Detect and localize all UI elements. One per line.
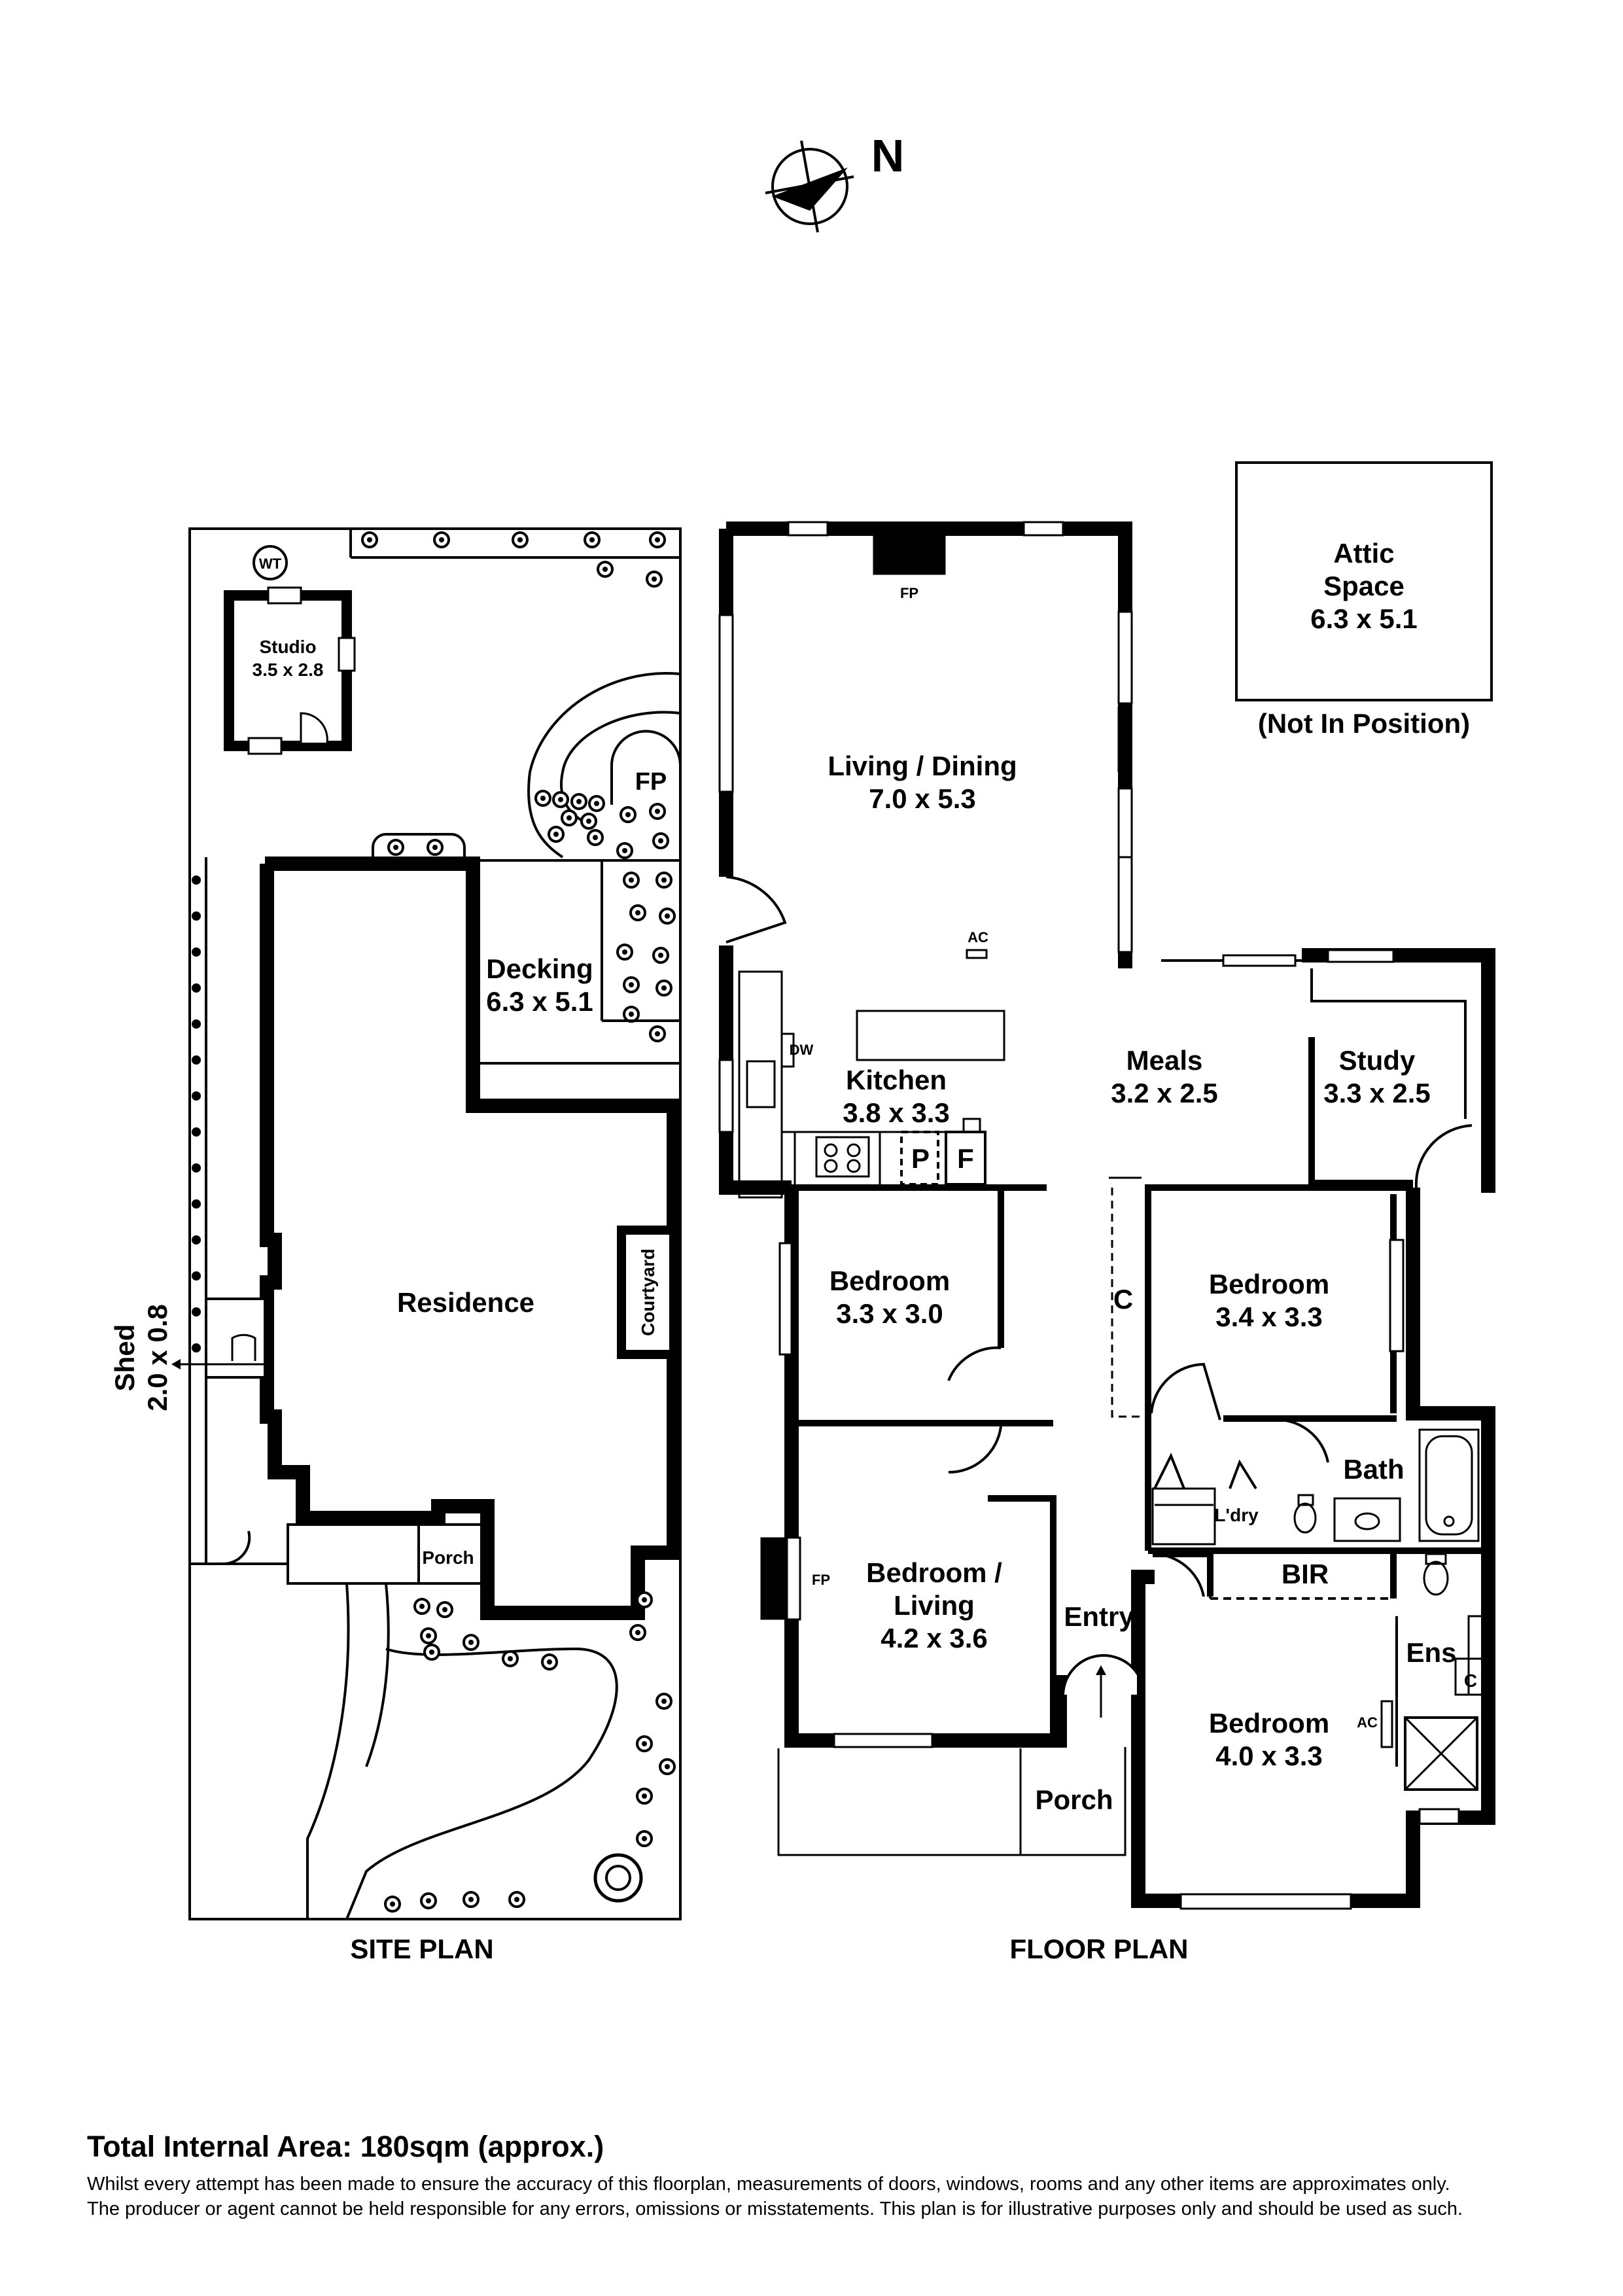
bedroom-2-dimensions: 3.4 x 3.3 xyxy=(1215,1301,1322,1332)
bedroom-1-dimensions: 3.3 x 3.0 xyxy=(836,1298,943,1329)
bedroom-4-dimensions: 4.0 x 3.3 xyxy=(1215,1740,1322,1771)
studio-name: Studio xyxy=(259,637,316,657)
bedroom-living-name-2: Living xyxy=(894,1590,975,1621)
aircon-label-2: AC xyxy=(1357,1714,1378,1731)
living-fireplace-label: FP xyxy=(900,585,918,601)
porch-label: Porch xyxy=(1035,1784,1113,1815)
decking-name: Decking xyxy=(486,953,593,984)
pantry-label: P xyxy=(911,1143,930,1174)
attic-dimensions: 6.3 x 5.1 xyxy=(1310,603,1417,634)
studio-dimensions: 3.5 x 2.8 xyxy=(253,660,324,680)
laundry-label: L'dry xyxy=(1214,1505,1259,1525)
compass-north-label: N xyxy=(871,130,905,181)
meals-dimensions: 3.2 x 2.5 xyxy=(1111,1078,1217,1108)
total-area: Total Internal Area: 180sqm (approx.) xyxy=(87,2130,604,2163)
tree-icon xyxy=(593,1853,643,1903)
dishwasher-label: DW xyxy=(790,1042,814,1058)
floor-plan xyxy=(718,521,1495,1910)
fence-posts xyxy=(192,875,201,1352)
courtyard-area xyxy=(617,1226,678,1359)
kitchen-name: Kitchen xyxy=(846,1065,947,1095)
cupboard-label: C xyxy=(1113,1284,1133,1315)
north-compass-icon xyxy=(765,140,854,233)
cooktop-icon xyxy=(815,1136,870,1178)
bedroom-living-fireplace-label: FP xyxy=(812,1572,830,1588)
attic-space-box xyxy=(1235,461,1493,701)
disclaimer-line-1: Whilst every attempt has been made to en… xyxy=(87,2174,1450,2195)
attic-name-line2: Space xyxy=(1323,571,1405,601)
bedroom-4-name: Bedroom xyxy=(1209,1708,1329,1739)
study-name: Study xyxy=(1339,1045,1416,1076)
entry-label: Entry xyxy=(1064,1601,1134,1632)
shed-dimensions: 2.0 x 0.8 xyxy=(142,1304,173,1411)
floor-plan-title: FLOOR PLAN xyxy=(1010,1934,1189,1964)
water-tank-icon xyxy=(253,545,288,580)
kitchen-dimensions: 3.8 x 3.3 xyxy=(843,1097,949,1128)
bir-label: BIR xyxy=(1282,1559,1329,1589)
bedroom-2-name: Bedroom xyxy=(1209,1269,1329,1299)
study-dimensions: 3.3 x 2.5 xyxy=(1323,1078,1430,1108)
bath-label: Bath xyxy=(1343,1454,1404,1485)
site-plan: WT Studio 3.5 x 2.8 FP xyxy=(109,527,682,1920)
attic-note: (Not In Position) xyxy=(1258,708,1470,739)
attic-name-line1: Attic xyxy=(1333,538,1394,569)
bedroom-living-dimensions: 4.2 x 3.6 xyxy=(881,1623,987,1653)
residence-label: Residence xyxy=(397,1287,534,1318)
meals-name: Meals xyxy=(1126,1045,1203,1076)
site-plan-title: SITE PLAN xyxy=(350,1934,493,1964)
site-fireplace-label: FP xyxy=(635,768,667,796)
living-dining-name: Living / Dining xyxy=(828,751,1017,781)
courtyard-label: Courtyard xyxy=(638,1248,658,1336)
site-porch xyxy=(287,1523,489,1585)
ensuite-label: Ens xyxy=(1406,1637,1456,1668)
water-tank-label: WT xyxy=(259,556,282,572)
disclaimer-line-2: The producer or agent cannot be held res… xyxy=(87,2199,1463,2219)
bedroom-1-name: Bedroom xyxy=(829,1265,950,1296)
living-dining-dimensions: 7.0 x 5.3 xyxy=(869,783,975,814)
aircon-label-1: AC xyxy=(968,929,988,945)
ensuite-cupboard-label: C xyxy=(1464,1670,1477,1691)
shed-name: Shed xyxy=(109,1324,140,1392)
fridge-label: F xyxy=(957,1143,974,1174)
shower-icon xyxy=(1404,1716,1478,1791)
site-porch-label: Porch xyxy=(422,1547,474,1568)
bedroom-living-name-1: Bedroom / xyxy=(866,1557,1002,1588)
decking-dimensions: 6.3 x 5.1 xyxy=(486,986,593,1017)
footer: Total Internal Area: 180sqm (approx.) Wh… xyxy=(87,2130,1546,2221)
kitchen-island xyxy=(856,1010,1005,1061)
